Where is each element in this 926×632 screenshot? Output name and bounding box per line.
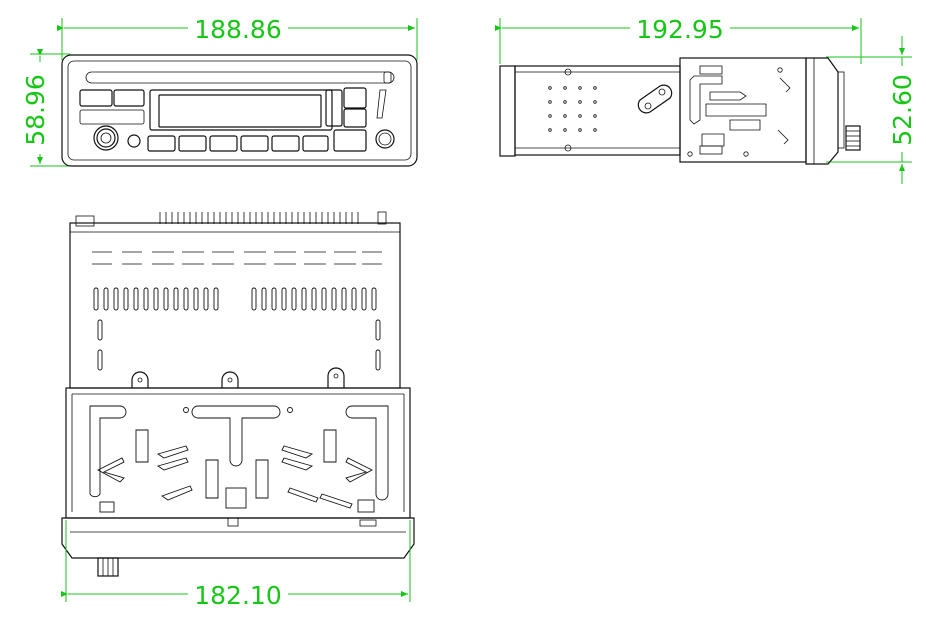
top-width-dimension: 182.10: [61, 520, 411, 610]
front-width-label: 188.86: [194, 15, 281, 44]
side-length-label: 192.95: [636, 15, 723, 44]
front-height-label: 58.96: [21, 74, 50, 146]
top-width-label: 182.10: [194, 581, 281, 610]
side-height-label: 52.60: [888, 74, 917, 146]
connector-pins: [75, 211, 387, 227]
front-height-dimension: 58.96: [21, 49, 70, 167]
sleeve-cutouts: [89, 405, 389, 513]
vent-slots: [92, 251, 382, 265]
vent-dot-grid: [548, 86, 597, 132]
side-length-dimension: 192.95: [495, 14, 862, 64]
top-view: 182.10: [61, 211, 415, 610]
front-view: 188.86 58.96: [21, 14, 418, 167]
front-width-dimension: 188.86: [57, 14, 418, 60]
vertical-vent-slots: [93, 287, 381, 371]
side-view: 192.95 52.60: [495, 14, 917, 184]
side-height-dimension: 52.60: [826, 36, 917, 184]
